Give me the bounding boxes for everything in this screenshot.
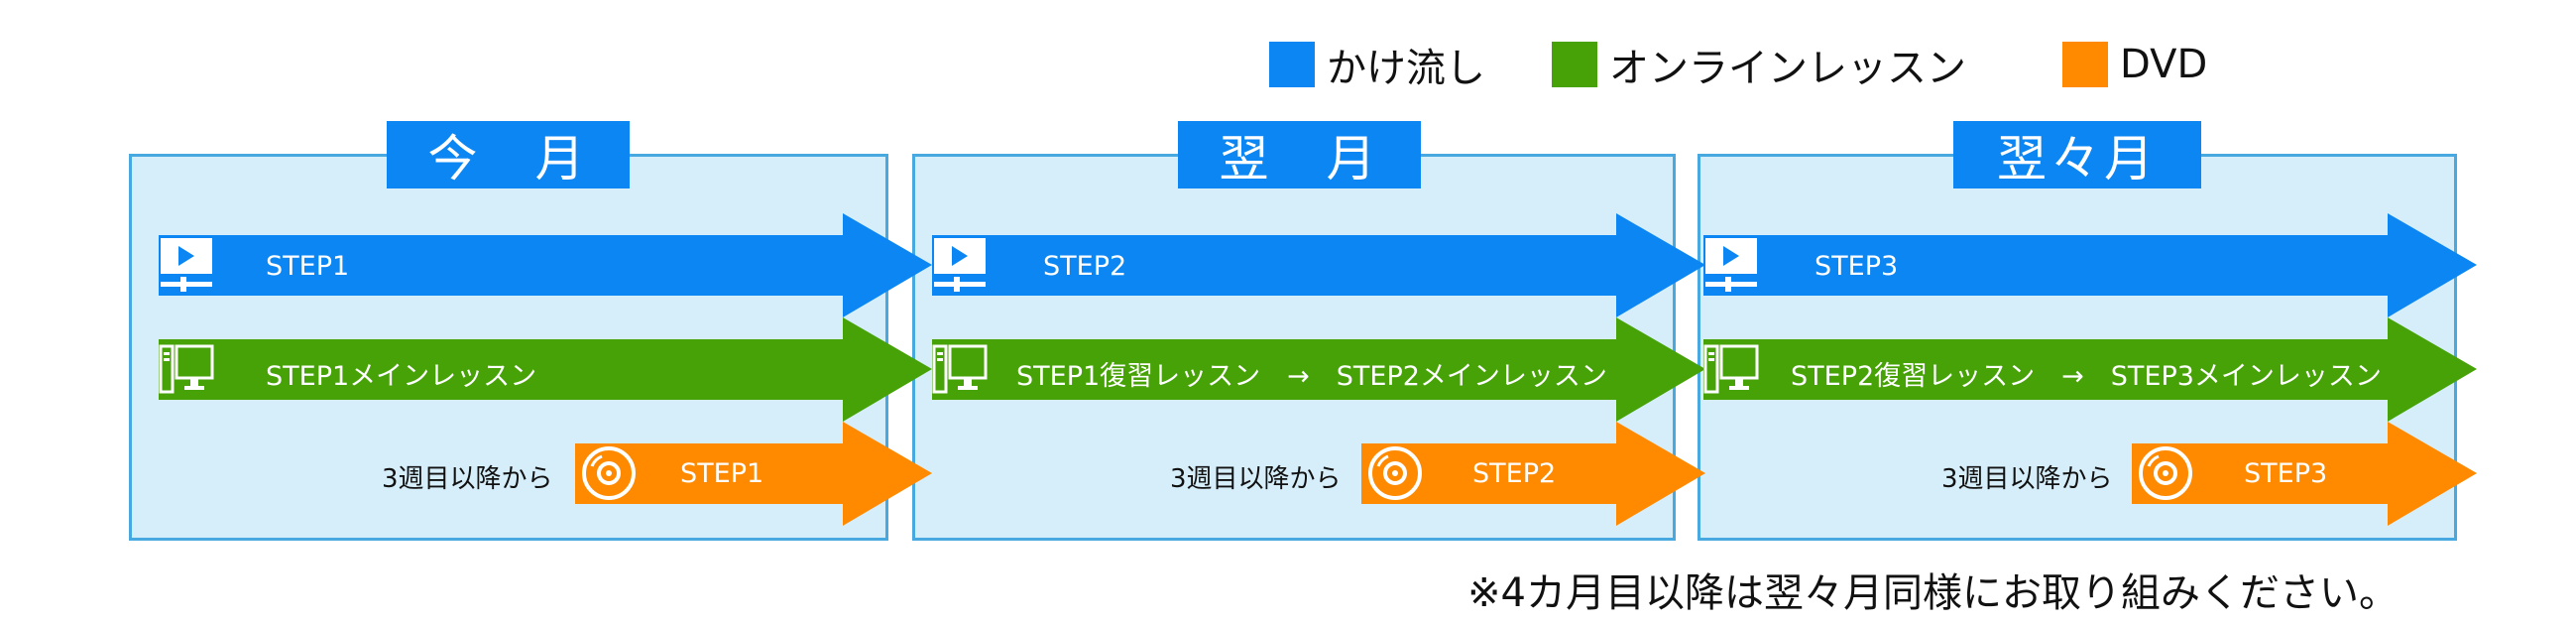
dvd-label-next: STEP2 [1472,458,1557,489]
disc-icon [2137,444,2194,502]
dvd-start-note-current: 3週目以降から [382,464,553,494]
footnote: ※4カ月目以降は翌々月同様にお取り組みください。 [1467,570,2399,616]
video-player-icon [159,236,214,296]
online-label-current: STEP1メインレッスン [266,361,537,392]
disc-icon [580,444,638,502]
stream-arrow-current [159,213,932,317]
computer-icon [1703,342,1759,398]
dvd-start-note-after-next: 3週目以降から [1941,464,2113,494]
stream-label-current: STEP1 [266,251,350,282]
stream-label-after-next: STEP3 [1815,251,1899,282]
dvd-arrow-current [575,422,932,526]
online-label-after-next: STEP2復習レッスン → STEP3メインレッスン [1791,361,2382,392]
legend-swatch-stream [1269,42,1315,87]
month-title-current: 今 月 [387,121,630,188]
legend-swatch-online [1552,42,1597,87]
online-label-next: STEP1復習レッスン → STEP2メインレッスン [1016,361,1607,392]
dvd-label-after-next: STEP3 [2244,458,2328,489]
computer-icon [159,342,214,398]
stream-arrow-next [932,213,1705,317]
online-arrow-next [932,317,1705,422]
stream-arrow-after-next [1703,213,2477,317]
video-player-icon [932,236,988,296]
online-arrow-after-next [1703,317,2477,422]
legend-label-online: オンラインレッスン [1609,46,1966,91]
legend-item-online: オンラインレッスン [1552,36,1966,93]
dvd-start-note-next: 3週目以降から [1170,464,1342,494]
computer-icon [932,342,988,398]
stream-label-next: STEP2 [1043,251,1127,282]
legend-item-stream: かけ流し [1269,36,1485,93]
legend-swatch-dvd [2062,42,2108,87]
legend-item-dvd: DVD [2062,36,2207,93]
legend-label-dvd: DVD [2120,42,2208,87]
month-title-next: 翌 月 [1178,121,1421,188]
legend-label-stream: かけ流し [1327,46,1485,91]
disc-icon [1366,444,1424,502]
month-title-after-next: 翌々月 [1953,121,2201,188]
video-player-icon [1703,236,1759,296]
dvd-arrow-after-next [2132,422,2477,526]
dvd-label-current: STEP1 [680,458,764,489]
online-arrow-current [159,317,932,422]
dvd-arrow-next [1361,422,1705,526]
